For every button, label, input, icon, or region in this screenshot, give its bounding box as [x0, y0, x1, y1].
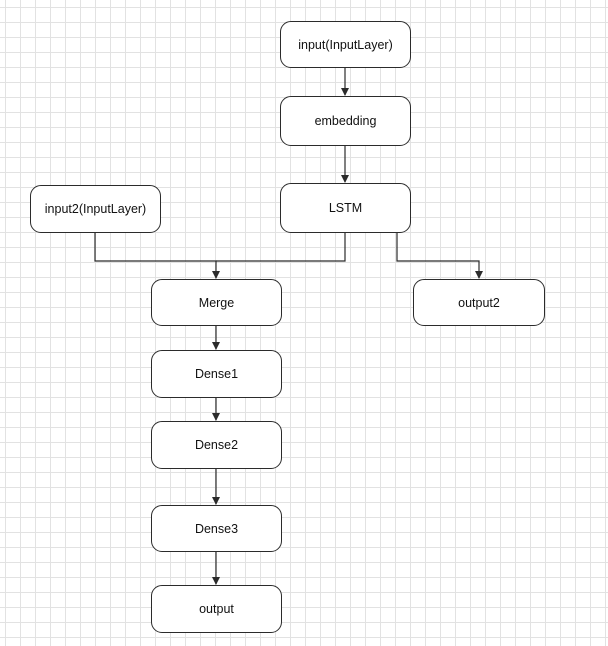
node-input-inputlayer[interactable]: input(InputLayer) [280, 21, 411, 68]
node-output[interactable]: output [151, 585, 282, 633]
node-embedding[interactable]: embedding [280, 96, 411, 146]
edge-lstm-to-output2 [396, 233, 483, 279]
node-dense1[interactable]: Dense1 [151, 350, 282, 398]
node-dense2[interactable]: Dense2 [151, 421, 282, 469]
edge-input2-to-merge [94, 233, 220, 279]
node-output2[interactable]: output2 [413, 279, 545, 326]
node-lstm[interactable]: LSTM [280, 183, 411, 233]
node-dense3[interactable]: Dense3 [151, 505, 282, 552]
node-input2-inputlayer[interactable]: input2(InputLayer) [30, 185, 161, 233]
node-merge[interactable]: Merge [151, 279, 282, 326]
edge-lstm-to-merge [216, 233, 346, 262]
